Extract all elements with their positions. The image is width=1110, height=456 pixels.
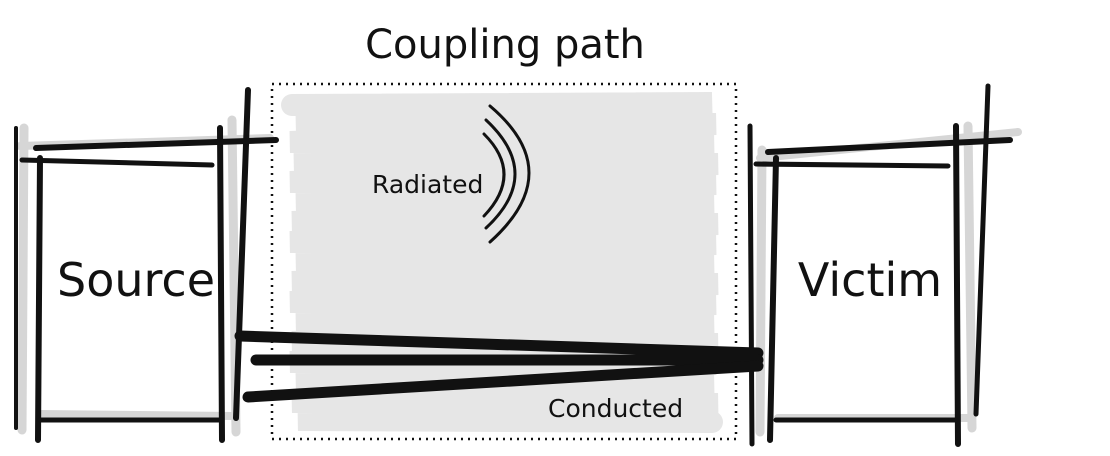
coupling-path-fill — [281, 92, 723, 433]
source-box-frame — [14, 87, 279, 443]
radiated-path: Radiated — [372, 104, 531, 244]
conducted-wires — [234, 330, 764, 403]
source-box: Source — [14, 87, 279, 443]
conducted-path: Conducted — [234, 330, 764, 423]
conducted-label: Conducted — [548, 394, 683, 423]
coupling-path-boundary — [270, 82, 738, 441]
victim-box: Victim — [747, 83, 1022, 447]
diagram-title: Coupling path — [365, 22, 645, 68]
radiated-waves-icon — [482, 104, 531, 244]
victim-inner-patch — [790, 310, 868, 400]
victim-label: Victim — [798, 253, 942, 307]
radiated-label: Radiated — [372, 170, 483, 199]
coupling-path-region — [270, 82, 738, 441]
victim-box-frame — [747, 83, 1013, 447]
source-label: Source — [57, 253, 215, 307]
